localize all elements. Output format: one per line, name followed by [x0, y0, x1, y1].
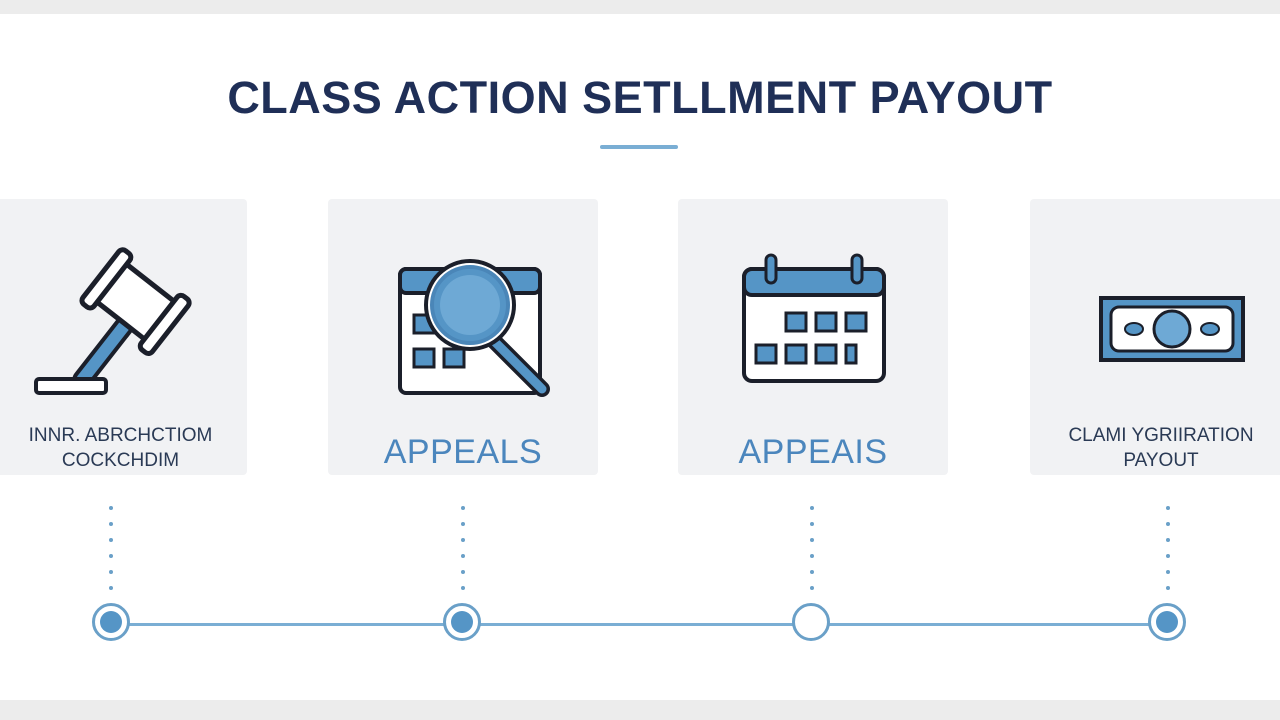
step-label-4: CLAMI YGRIIRATION PAYOUT: [1068, 425, 1254, 471]
step-label-2: APPEALS: [383, 433, 543, 471]
step-card-1: INNR. ABRCHCTIOM COCKCHDIM: [0, 199, 247, 475]
banknote-icon: [1099, 296, 1245, 362]
step-card-3: APPEAIS: [678, 199, 948, 475]
step-label-1: INNR. ABRCHCTIOM COCKCHDIM: [28, 425, 213, 471]
connector-dots-2: [461, 506, 465, 596]
title-underline: [600, 145, 678, 149]
connector-dots-4: [1166, 506, 1170, 596]
step-label-3: APPEAIS: [738, 433, 888, 471]
timeline-node-1: [92, 603, 130, 641]
diagram-canvas: CLASS ACTION SETLLMENT PAYOUT INNR. ABRC…: [0, 14, 1280, 700]
calendar-icon: [742, 253, 886, 383]
step-card-4: CLAMI YGRIIRATION PAYOUT: [1030, 199, 1280, 475]
timeline-node-3: [792, 603, 830, 641]
connector-dots-3: [810, 506, 814, 596]
step-card-2: APPEALS: [328, 199, 598, 475]
connector-dots-1: [109, 506, 113, 596]
timeline-track: [111, 623, 1169, 626]
timeline-node-2: [443, 603, 481, 641]
timeline-node-4: [1148, 603, 1186, 641]
diagram-title: CLASS ACTION SETLLMENT PAYOUT: [227, 72, 1053, 123]
magnifier-calendar-icon: [398, 259, 550, 397]
gavel-icon: [34, 247, 192, 395]
